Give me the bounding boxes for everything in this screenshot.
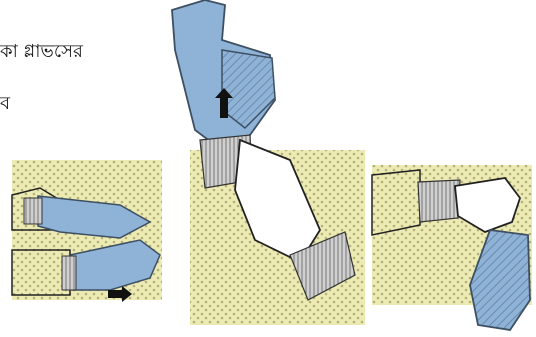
step-3-panel [372, 165, 532, 330]
step-2-panel [172, 0, 365, 325]
right-cuff [418, 180, 460, 222]
lower-cuff [62, 256, 76, 290]
step-1-panel [12, 160, 162, 302]
upper-cuff [24, 198, 42, 224]
peeled-glove-part [222, 50, 275, 128]
lower-sleeve [12, 250, 70, 295]
right-sleeve [372, 170, 420, 235]
